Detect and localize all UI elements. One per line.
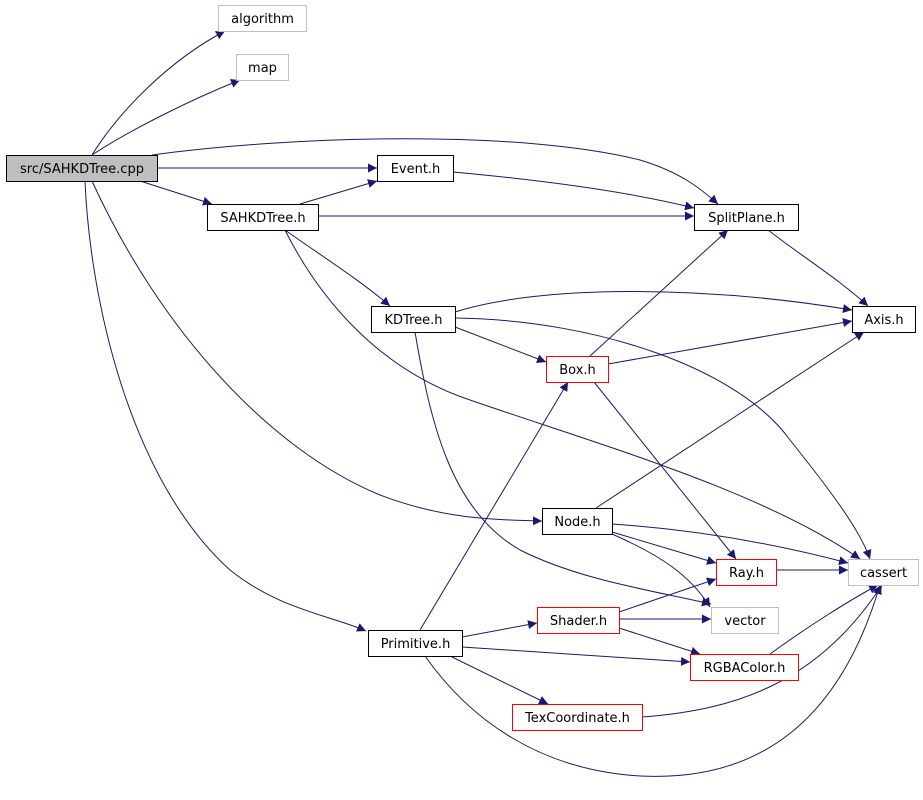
edge-splitplane-to-axis — [767, 229, 869, 307]
edge-root-to-sahkdtree — [139, 180, 213, 206]
edge-sahkdtree-to-kdtree — [284, 229, 391, 307]
node-splitplane[interactable]: SplitPlane.h — [694, 204, 799, 231]
edge-primitive-to-shader — [461, 620, 538, 638]
edge-texcoord-to-cassert — [641, 584, 883, 718]
node-label-node: Node.h — [554, 515, 600, 530]
edge-box-to-ray — [593, 381, 737, 560]
node-label-map: map — [248, 61, 277, 76]
edge-primitive-to-rgbacolor — [461, 646, 691, 666]
node-label-cassert: cassert — [860, 566, 907, 581]
node-label-root: src/SAHKDTree.cpp — [20, 162, 144, 177]
node-box-kdtree — [371, 306, 456, 333]
edge-event-to-splitplane — [452, 171, 695, 211]
edge-node-to-axis — [595, 331, 865, 509]
edge-kdtree-to-cassert — [454, 317, 872, 560]
node-shader[interactable]: Shader.h — [537, 607, 620, 634]
edge-root-to-node — [91, 180, 543, 526]
node-box-shader — [537, 607, 620, 634]
node-label-ray: Ray.h — [729, 566, 764, 581]
edge-box-to-axis — [607, 318, 853, 365]
edge-primitive-to-box — [419, 381, 569, 631]
edge-node-to-ray — [611, 531, 717, 565]
node-sahkdtree[interactable]: SAHKDTree.h — [207, 204, 319, 231]
node-box-map — [236, 54, 289, 81]
edge-root-to-map — [91, 79, 241, 156]
node-event[interactable]: Event.h — [377, 155, 454, 182]
edge-box-to-splitplane — [589, 229, 729, 357]
node-label-kdtree: KDTree.h — [385, 313, 443, 328]
node-box-splitplane — [694, 204, 799, 231]
node-label-vector: vector — [724, 614, 766, 629]
edge-kdtree-to-vector — [414, 331, 712, 607]
node-vector: vector — [711, 607, 779, 634]
node-box-root — [6, 155, 158, 182]
node-box-vector — [711, 607, 779, 634]
node-rgbacolor[interactable]: RGBAColor.h — [690, 654, 799, 681]
node-box-cassert — [848, 559, 919, 586]
edge-sahkdtree-to-event — [299, 179, 378, 205]
node-kdtree[interactable]: KDTree.h — [371, 306, 456, 333]
node-label-primitive: Primitive.h — [381, 637, 451, 652]
node-ray[interactable]: Ray.h — [716, 559, 777, 586]
node-box[interactable]: Box.h — [546, 356, 609, 383]
node-label-shader: Shader.h — [550, 614, 607, 629]
node-box-node — [542, 508, 613, 535]
node-algorithm: algorithm — [218, 5, 307, 32]
node-label-event: Event.h — [391, 162, 441, 177]
node-box-event — [377, 155, 454, 182]
edge-root-to-algorithm — [91, 30, 226, 156]
node-box-sahkdtree — [207, 204, 319, 231]
edge-root-to-splitplane — [151, 138, 719, 205]
node-box-axis — [852, 306, 916, 333]
node-label-texcoord: TexCoordinate.h — [524, 711, 630, 726]
edge-shader-to-rgbacolor — [618, 627, 701, 656]
node-label-rgbacolor: RGBAColor.h — [704, 661, 786, 676]
edge-primitive-to-cassert — [424, 584, 882, 777]
edge-sahkdtree-to-cassert — [284, 229, 861, 560]
node-primitive[interactable]: Primitive.h — [368, 630, 463, 657]
edge-kdtree-to-axis — [454, 291, 853, 313]
node-box-primitive — [368, 630, 463, 657]
node-label-algorithm: algorithm — [231, 12, 294, 27]
node-label-axis: Axis.h — [864, 313, 903, 328]
edge-shader-to-ray — [618, 577, 717, 613]
node-label-box: Box.h — [559, 363, 596, 378]
node-box-ray — [716, 559, 777, 586]
node-label-splitplane: SplitPlane.h — [708, 211, 785, 226]
edge-root-to-primitive — [84, 180, 367, 632]
node-node[interactable]: Node.h — [542, 508, 613, 535]
node-texcoord[interactable]: TexCoordinate.h — [512, 704, 643, 731]
node-map: map — [236, 54, 289, 81]
edge-rgbacolor-to-cassert — [769, 584, 879, 655]
node-axis[interactable]: Axis.h — [852, 306, 916, 333]
node-box-texcoord — [512, 704, 643, 731]
edge-node-to-vector — [611, 533, 711, 608]
edge-kdtree-to-box — [454, 326, 547, 363]
node-label-sahkdtree: SAHKDTree.h — [220, 211, 305, 226]
node-box-box — [546, 356, 609, 383]
node-box-algorithm — [218, 5, 307, 32]
node-root[interactable]: src/SAHKDTree.cpp — [6, 155, 158, 182]
edge-primitive-to-texcoord — [449, 655, 549, 705]
edge-node-to-cassert — [611, 523, 849, 566]
node-cassert: cassert — [848, 559, 919, 586]
node-box-rgbacolor — [690, 654, 799, 681]
